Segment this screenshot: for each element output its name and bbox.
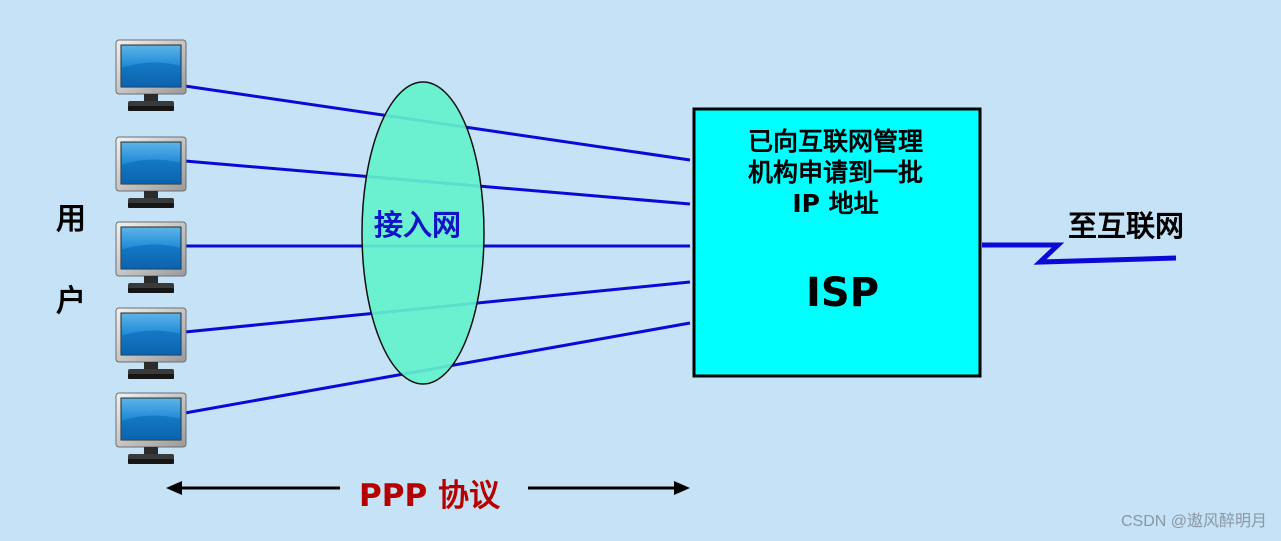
computer-icon-3 (115, 221, 187, 294)
computer-icon-1 (115, 39, 187, 112)
internet-link (982, 242, 1177, 265)
ppp-arrow-left-head (166, 481, 182, 495)
watermark: CSDN @遨风醉明月 (1120, 513, 1267, 530)
access-network-ellipse (361, 81, 485, 385)
computer-icon-5 (115, 392, 187, 465)
isp-description-line-2: 机构申请到一批 (747, 158, 923, 187)
isp-name: ISP (806, 270, 880, 316)
users-label-char-2: 户 (56, 284, 86, 319)
computer-icon-2 (115, 136, 187, 209)
isp-description-line-3: IP 地址 (792, 189, 879, 218)
access-network-label: 接入网 (374, 208, 462, 242)
ppp-arrow-right-head (674, 481, 690, 495)
internet-label: 至互联网 (1068, 209, 1185, 243)
isp-box (692, 107, 982, 378)
ppp-protocol-label: PPP 协议 (359, 478, 500, 514)
isp-description-line-1: 已向互联网管理 (747, 127, 923, 156)
isp-description: 已向互联网管理 机构申请到一批 IP 地址 (713, 126, 958, 219)
users-label-char-1: 用 (56, 202, 86, 237)
computer-icon-4 (115, 307, 187, 380)
